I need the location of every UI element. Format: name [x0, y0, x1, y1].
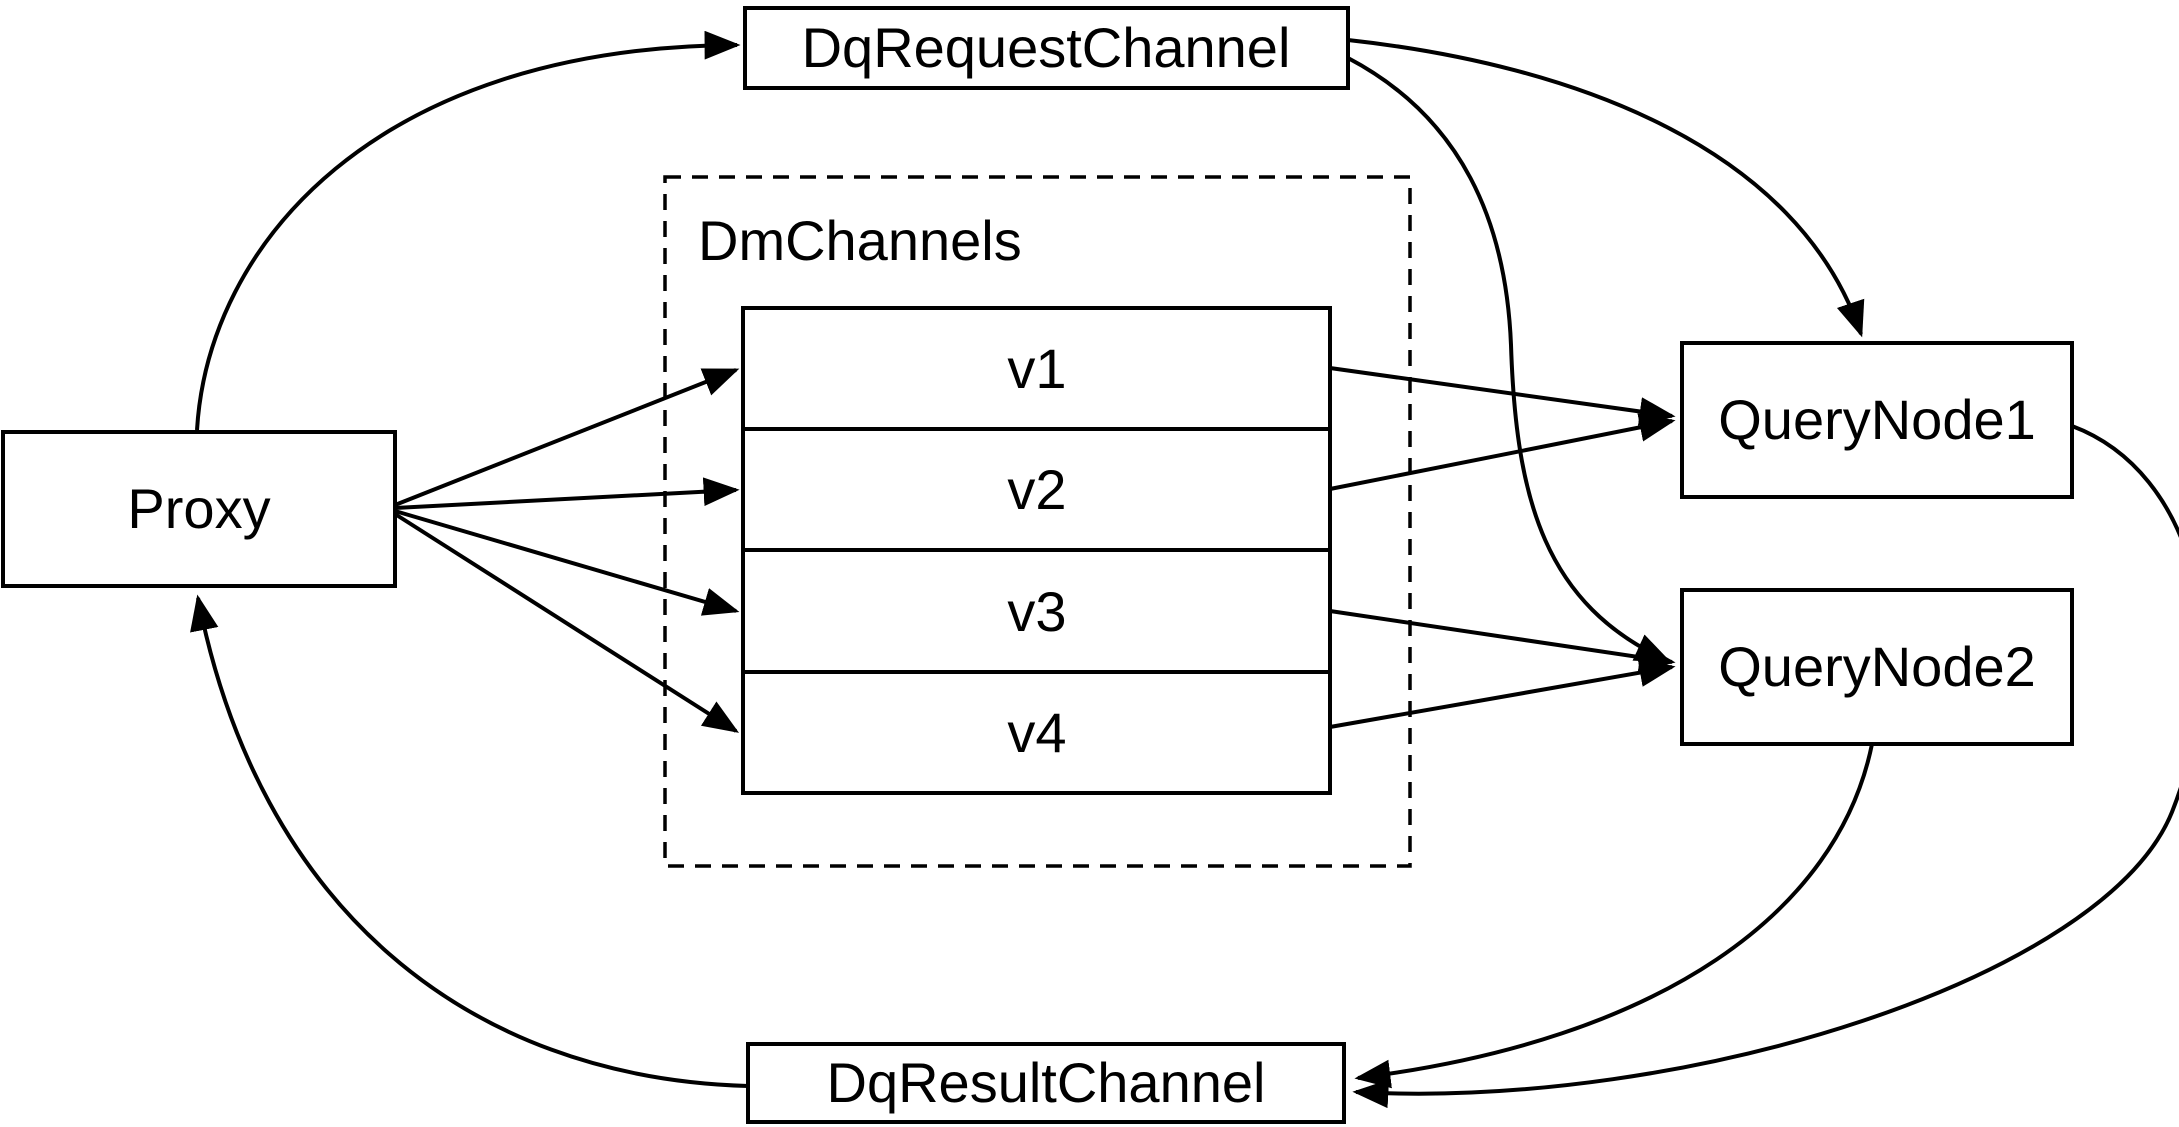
- channel-v3-label: v3: [1007, 580, 1066, 643]
- edge-proxy-to-dqrequestchannel: [195, 30, 741, 431]
- dqresultchannel-label: DqResultChannel: [827, 1051, 1266, 1114]
- dmchannels-group-label: DmChannels: [698, 209, 1022, 272]
- edge-dqrequestchannel-to-querynode2: [1347, 56, 1672, 663]
- querynode2-node: [1680, 588, 2074, 746]
- channel-row-v3: [741, 548, 1332, 674]
- edge-dqresultchannel-to-proxy: [190, 594, 749, 1088]
- querynode1-label: QueryNode1: [1718, 388, 2036, 451]
- edge-proxy-to-v1: [394, 368, 740, 507]
- dqrequestchannel-label: DqRequestChannel: [802, 16, 1291, 79]
- edge-v1-to-querynode1: [1329, 366, 1676, 426]
- proxy-node: [1, 430, 397, 588]
- edge-v2-to-querynode1: [1329, 413, 1676, 491]
- edge-querynode1-to-dqresultchannel: [1352, 424, 2179, 1109]
- channel-v1-label: v1: [1007, 337, 1066, 400]
- edge-proxy-to-v3: [394, 509, 740, 616]
- dqrequestchannel-node: [743, 6, 1350, 90]
- channel-row-v1: [741, 306, 1332, 431]
- dqresultchannel-node: [746, 1042, 1346, 1124]
- edge-querynode2-to-dqresultchannel: [1354, 743, 1874, 1089]
- edge-dqrequestchannel-to-querynode1: [1347, 38, 1865, 338]
- dmchannels-group-box: [663, 175, 1412, 868]
- edge-proxy-to-v2: [394, 477, 740, 510]
- channel-v2-label: v2: [1007, 458, 1066, 521]
- edge-v4-to-querynode2: [1329, 658, 1676, 729]
- channel-row-v4: [741, 670, 1332, 795]
- querynode1-node: [1680, 341, 2074, 499]
- edge-v3-to-querynode2: [1329, 609, 1676, 672]
- proxy-label: Proxy: [127, 477, 270, 540]
- querynode2-label: QueryNode2: [1718, 635, 2036, 698]
- channel-v4-label: v4: [1007, 701, 1066, 764]
- edge-proxy-to-v4: [393, 512, 740, 733]
